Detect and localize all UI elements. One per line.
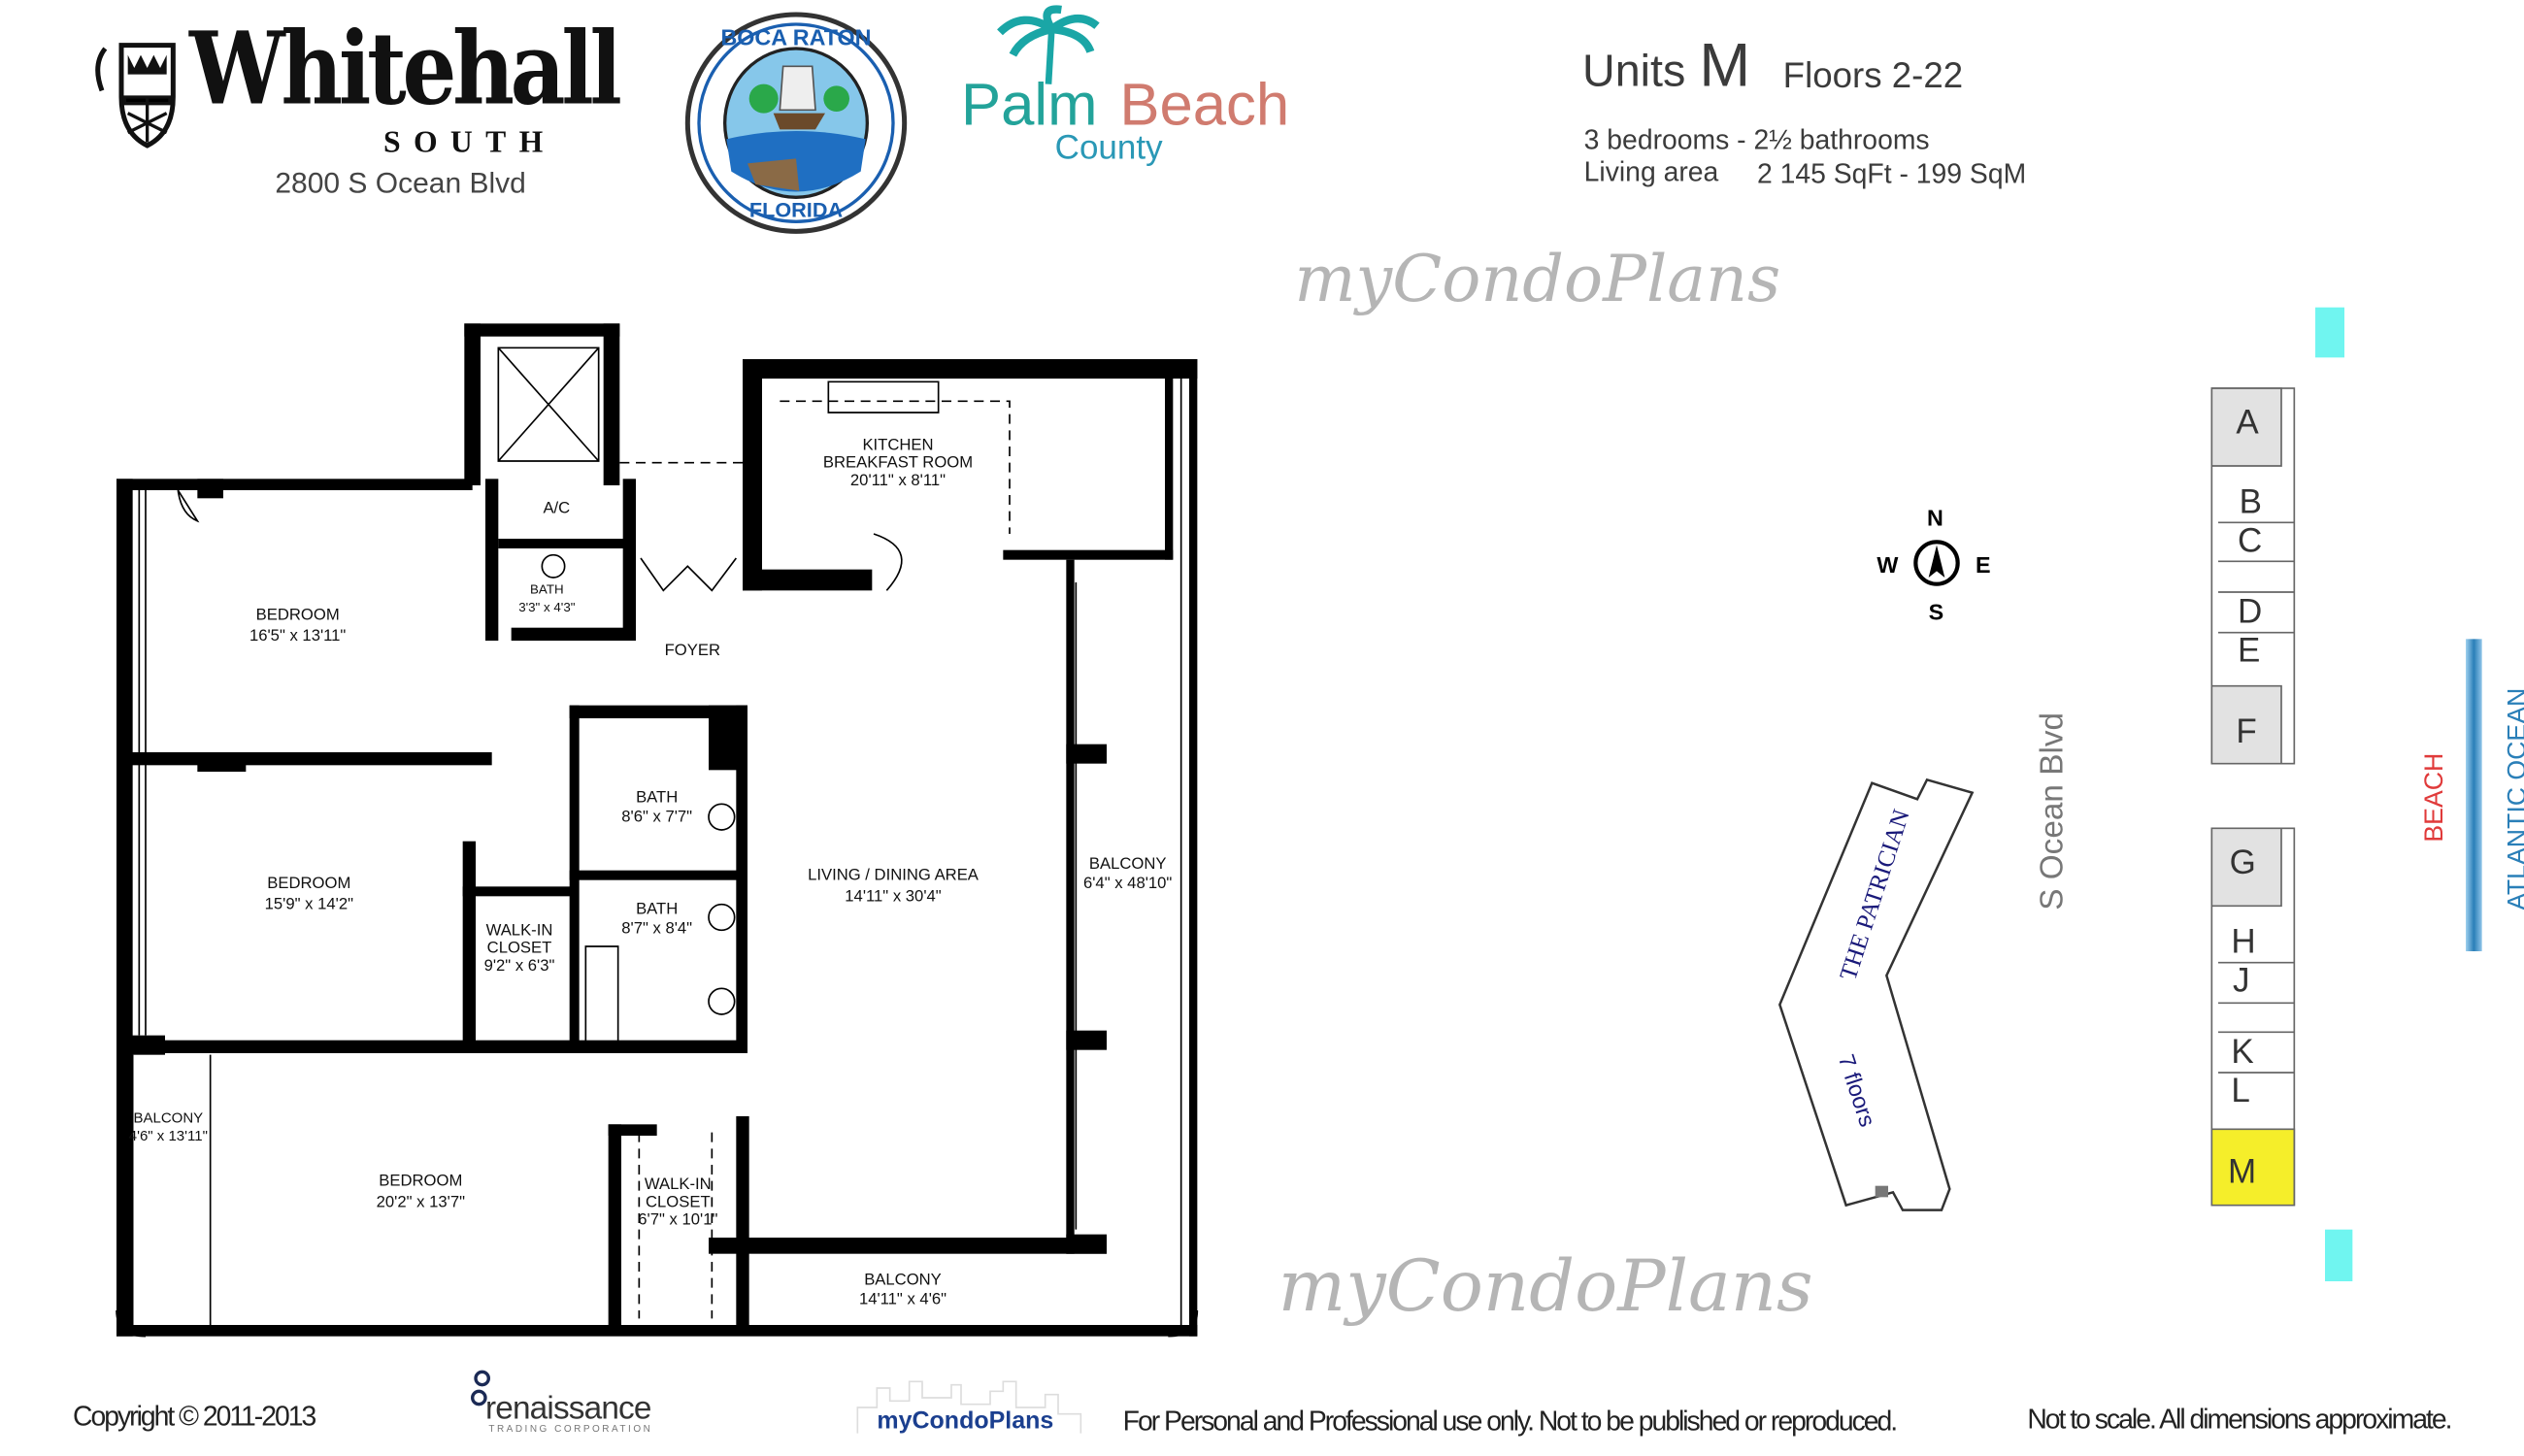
logo-text: Whitehall [189,10,622,128]
unit-label-highlighted: M [2228,1153,2257,1191]
unit-label: L [2231,1073,2250,1110]
room-dims: 14'11" x 30'4" [845,886,941,905]
mycondoplans-logo: myCondoPlans [854,1378,1084,1437]
logo-palm: Palm [961,71,1098,138]
copyright: Copyright © 2011-2013 [73,1401,316,1433]
room-dims: 6'4" x 48'10" [1083,874,1172,892]
room-label: BEDROOM [267,874,350,892]
usage-notice: For Personal and Professional use only. … [1122,1406,1898,1438]
room-dims: 20'2" x 13'7" [377,1192,465,1210]
crest-icon [95,43,176,149]
renaissance-emblem-icon [471,1370,491,1406]
seal-text-bottom: FLORIDA [749,197,844,221]
boca-raton-seal: BOCA RATON FLORIDA [684,12,908,234]
palm-beach-county-logo: Palm Beach County [961,5,1301,169]
unit-letter: M [1699,32,1751,101]
room-label: CLOSET [487,939,552,957]
watermark: myCondoPlans [1294,243,1781,317]
compass-s: S [1928,598,1944,625]
compass-w: W [1876,551,1899,579]
tower-north [2210,387,2296,765]
room-dims: 14'11" x 4'6" [859,1289,946,1307]
ocean-bar [2466,639,2482,952]
unit-label: E [2238,632,2261,671]
cyan-marker [2315,307,2345,358]
room-labels: KITCHEN BREAKFAST ROOM 20'11" x 8'11" A/… [129,435,1173,1307]
room-label: BEDROOM [256,605,340,623]
unit-label: J [2233,962,2250,1001]
palm-tree-icon [997,5,1100,84]
room-label: WALK-IN [486,920,553,939]
ocean-label: ATLANTIC OCEAN [2504,687,2524,910]
room-label: BREAKFAST ROOM [823,453,973,472]
address: 2800 S Ocean Blvd [275,166,526,200]
room-dims: 4'6" x 13'11" [129,1128,208,1144]
unit-label: G [2229,844,2256,882]
mycondoplans-name: myCondoPlans [877,1407,1054,1436]
room-label: BATH [530,582,564,597]
whitehall-logo: Whitehall SOUTH [89,10,622,165]
beach-label: BEACH [2421,752,2449,843]
room-dims: 9'2" x 6'3" [484,956,555,975]
renaissance-sub: TRADING CORPORATION [488,1425,653,1436]
room-label: BALCONY [1089,854,1167,873]
logo-county: County [1054,129,1163,167]
logo-subtext: SOUTH [383,126,556,161]
unit-title: Units M [1582,32,1750,102]
room-dims: 16'5" x 13'11" [249,626,346,645]
renaissance-logo: renaissance TRADING CORPORATION [466,1369,677,1436]
logo-beach: Beach [1119,71,1290,138]
watermark: myCondoPlans [1278,1245,1813,1329]
compass-n: N [1927,505,1943,531]
room-label: A/C [543,498,570,516]
room-label: KITCHEN [862,435,933,453]
compass-icon [1913,540,1960,586]
living-area-value: 2 145 SqFt - 199 SqM [1757,158,2027,190]
room-dims: 6'7" x 10'1" [638,1210,717,1229]
highlighted-unit [2210,1128,2296,1207]
room-label: LIVING / DINING AREA [808,866,980,884]
compass-e: E [1976,551,1991,579]
room-label: BEDROOM [379,1172,462,1190]
unit-label: D [2238,593,2263,632]
skyline-icon [856,1380,1082,1434]
room-label: FOYER [665,641,720,659]
cyan-marker [2325,1229,2353,1282]
room-dims: 20'11" x 8'11" [850,471,946,489]
living-area-label: Living area [1583,156,1719,188]
room-label: CLOSET [646,1192,711,1210]
unit-label: A [2236,404,2259,443]
room-dims: 8'6" x 7'7" [621,808,692,826]
room-label: BATH [636,900,678,918]
street-label: S Ocean Blvd [2035,711,2071,910]
room-dims: 3'3" x 4'3" [518,600,576,614]
room-dims: 15'9" x 14'2" [265,895,353,913]
unit-label: C [2238,522,2263,560]
unit-label: H [2231,923,2256,962]
seal-text-top: BOCA RATON [720,25,871,50]
units-label: Units [1582,45,1686,96]
scale-notice: Not to scale. All dimensions approximate… [2027,1404,2452,1436]
unit-label: B [2239,483,2263,521]
unit-label: F [2236,713,2257,751]
room-label: WALK-IN [645,1175,712,1193]
tower-south [2210,827,2296,1207]
neighbor-building [1778,778,1975,1211]
floors: Floors 2-22 [1782,54,1964,96]
renaissance-name: renaissance [485,1391,651,1428]
room-label: BALCONY [133,1110,203,1127]
room-dims: 8'7" x 8'4" [621,919,692,938]
unit-label: K [2231,1034,2254,1072]
room-label: BATH [636,788,678,807]
room-label: BALCONY [864,1270,942,1288]
rooms-summary: 3 bedrooms - 2½ bathrooms [1583,124,1930,156]
